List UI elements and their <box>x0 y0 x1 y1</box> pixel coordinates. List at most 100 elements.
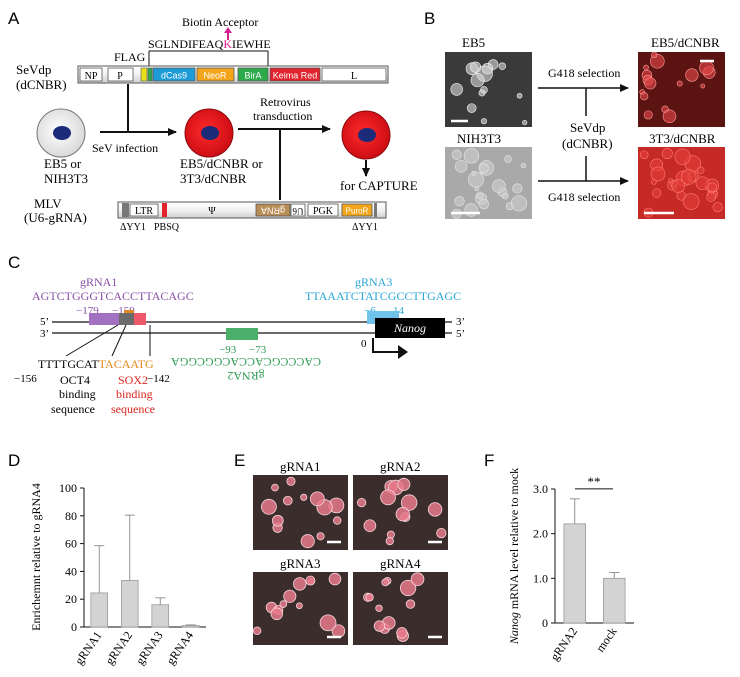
colony <box>397 477 411 491</box>
bar <box>120 580 139 628</box>
strand-5-left: 5’ <box>40 316 49 328</box>
y-tick-label: 3.0 <box>533 482 548 496</box>
sev-linker-block <box>147 67 153 82</box>
mlv-grna-box <box>255 203 291 217</box>
colony <box>474 186 480 192</box>
panel-label-a: A <box>8 9 20 28</box>
significance-label: ** <box>588 474 601 489</box>
panel-e: gRNA1 gRNA2 gRNA3 gRNA4 <box>252 459 448 645</box>
nih3t3-label: NIH3T3 <box>457 131 501 146</box>
grna2-seq: CACCCGCACCACGGCGGA <box>171 355 321 369</box>
dyy1-left-label: ΔYY1 <box>120 222 146 233</box>
colony <box>373 620 386 632</box>
y-axis-label: Nanog mRNA level relative to mock <box>507 468 521 645</box>
colony <box>252 626 262 636</box>
colony <box>640 92 649 101</box>
colony <box>283 589 297 603</box>
sev-flag-block <box>140 67 148 82</box>
nanog-gene-label: Nanog <box>393 321 426 335</box>
panel-a: Biotin Acceptor SGLNDIFEAQKIEWHE FLAG Se… <box>16 15 418 225</box>
colony <box>643 64 649 71</box>
colony <box>706 191 717 202</box>
colony <box>451 149 462 160</box>
mlv-label-1: MLV <box>34 196 62 211</box>
colony <box>651 51 658 59</box>
tss-arrow-head <box>398 345 408 359</box>
colony <box>516 92 523 99</box>
sev-infection-label: SeV infection <box>92 141 158 155</box>
cell-label-1: EB5 or <box>44 156 82 171</box>
grna2-site <box>226 328 258 340</box>
colony <box>671 179 686 193</box>
colony <box>661 148 673 159</box>
colony <box>450 83 463 96</box>
mlv-u6: U6 <box>292 206 303 216</box>
colony <box>478 89 486 97</box>
colony <box>300 493 308 501</box>
sev-dcas9-box <box>152 67 196 82</box>
colony <box>466 103 477 113</box>
colony <box>662 109 677 123</box>
sev-keima-box <box>269 67 321 82</box>
colony <box>328 572 342 586</box>
peptide-post: IEWHE <box>232 37 271 51</box>
colony <box>316 532 325 541</box>
colony <box>644 77 657 90</box>
biotin-acceptor-label: Biotin Acceptor <box>182 15 258 29</box>
grna2-name: gRNA2 <box>227 369 264 383</box>
colony <box>463 148 480 164</box>
sevdp-label-2: (dCNBR) <box>16 77 67 92</box>
e-label-3: gRNA3 <box>280 556 320 571</box>
pos-156: −156 <box>14 373 37 385</box>
y-tick-label: 40 <box>65 564 77 578</box>
y-axis-label: Enrichemnt relative to gRNA4 <box>29 483 43 631</box>
dyy1-right-label: ΔYY1 <box>352 222 378 233</box>
colony <box>651 179 657 185</box>
mlv-dyy1-right-block <box>374 203 377 217</box>
y-tick-label: 2.0 <box>533 527 548 541</box>
strand-3-right: 3’ <box>456 316 465 328</box>
oct4-label-3: sequence <box>51 402 95 416</box>
panel-label-f: F <box>484 451 494 470</box>
e-label-4: gRNA4 <box>380 556 421 571</box>
colony <box>682 193 700 210</box>
colony <box>405 599 416 609</box>
colony <box>260 498 277 515</box>
tss-label: 0 <box>361 338 367 350</box>
tacaatg-site <box>124 310 134 313</box>
mlv-puror-box <box>341 203 373 217</box>
colony <box>271 514 284 527</box>
y-tick-label: 0 <box>71 620 77 634</box>
y-tick-label: 0 <box>542 616 548 630</box>
peptide-k: K <box>223 37 232 51</box>
colony <box>712 202 723 213</box>
parent-cell-nucleus-icon <box>53 126 71 140</box>
colony <box>697 166 705 175</box>
panel-label-e: E <box>234 451 245 470</box>
colony <box>333 516 342 525</box>
sev-l-box <box>321 67 387 82</box>
sev-p: P <box>117 71 123 82</box>
mlv-dyy1-left-block <box>122 203 129 217</box>
capture-cell-nucleus-icon <box>358 128 376 142</box>
colony <box>380 489 396 506</box>
colony <box>498 62 506 70</box>
sev-np: NP <box>85 71 98 82</box>
e-label-1: gRNA1 <box>280 459 320 474</box>
cnbr-cell-nucleus-icon <box>201 126 219 140</box>
sev-l: L <box>351 71 357 82</box>
colony <box>305 575 316 586</box>
sev-neor: NeoR <box>203 71 227 81</box>
category-label: gRNA3 <box>133 629 166 668</box>
eb5-dcnbr-label: EB5/dCNBR <box>651 35 720 50</box>
flag-label: FLAG <box>114 50 146 64</box>
colony <box>309 491 325 507</box>
biotin-arrow-head <box>224 27 232 33</box>
colony <box>674 148 691 165</box>
panel-c: gRNA1 AGTCTGGGTCACCTTACAGC −179 −159 gRN… <box>14 275 465 416</box>
eb5-label: EB5 <box>462 35 485 50</box>
colony <box>520 162 527 169</box>
